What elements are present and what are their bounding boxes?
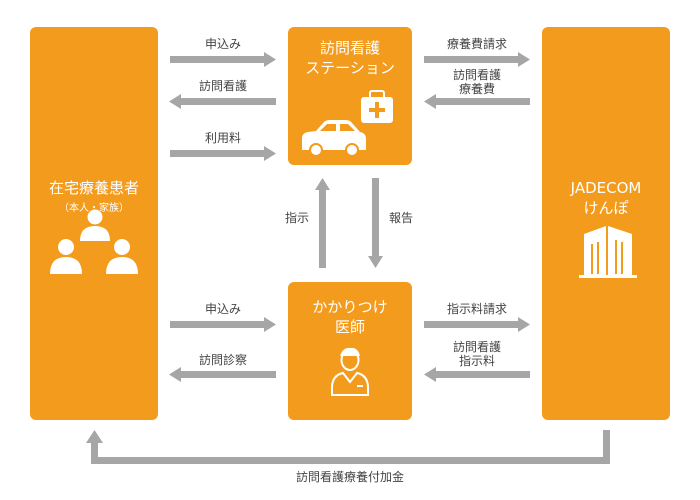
doctor-icon — [331, 347, 369, 396]
kenpo-title-line1: JADECOM — [570, 179, 642, 197]
label-kenpo-to-station-line2: 療養費 — [458, 82, 495, 96]
label-doctor-to-station: 指示 — [284, 211, 309, 225]
people-group-icon — [50, 209, 138, 274]
arrow-doctor-to-station — [315, 178, 330, 268]
patient-subtitle: （本人・家族） — [59, 203, 129, 214]
arrow-station-to-kenpo-claim — [424, 52, 530, 67]
arrow-doctor-to-kenpo-claim — [424, 317, 530, 332]
arrow-station-to-patient-nursing — [169, 94, 276, 109]
label-patient-to-doctor-apply: 申込み — [204, 302, 241, 316]
doctor-title-line1: かかりつけ — [312, 298, 388, 316]
label-doctor-to-kenpo-claim: 指示料請求 — [446, 302, 507, 316]
car-icon — [302, 120, 366, 157]
arrow-patient-to-station-fee — [170, 146, 276, 161]
arrow-patient-to-doctor-apply — [170, 317, 276, 332]
label-kenpo-to-doctor-line1: 訪問看護 — [452, 340, 501, 354]
label-kenpo-to-station-line1: 訪問看護 — [452, 68, 501, 82]
medical-kit-icon — [361, 90, 393, 123]
station-title-line1: 訪問看護 — [319, 39, 380, 57]
kenpo-title-line2: けんぽ — [583, 199, 629, 217]
kenpo-box: JADECOM けんぽ — [542, 27, 670, 420]
label-station-to-kenpo-claim: 療養費請求 — [446, 37, 507, 51]
label-kenpo-to-patient-bottom: 訪問看護療養付加金 — [295, 470, 404, 484]
building-icon — [579, 226, 637, 278]
label-kenpo-to-doctor-line2: 指示料 — [458, 354, 495, 368]
label-patient-to-station-apply: 申込み — [204, 37, 241, 51]
arrow-patient-to-station-apply — [170, 52, 276, 67]
arrow-kenpo-to-station — [424, 94, 530, 109]
label-station-to-patient-nursing: 訪問看護 — [198, 79, 247, 93]
patient-title: 在宅療養患者 — [48, 179, 139, 197]
label-doctor-to-patient-visit: 訪問診察 — [198, 353, 247, 367]
arrow-kenpo-to-patient-bottom — [86, 430, 610, 464]
arrow-station-to-doctor — [368, 178, 383, 268]
doctor-title-line2: 医師 — [334, 318, 365, 336]
arrow-doctor-to-patient-visit — [169, 367, 276, 382]
label-station-to-doctor: 報告 — [388, 211, 413, 225]
arrow-kenpo-to-doctor — [424, 367, 530, 382]
label-patient-to-station-fee: 利用料 — [204, 131, 241, 145]
station-title-line2: ステーション — [305, 59, 395, 77]
